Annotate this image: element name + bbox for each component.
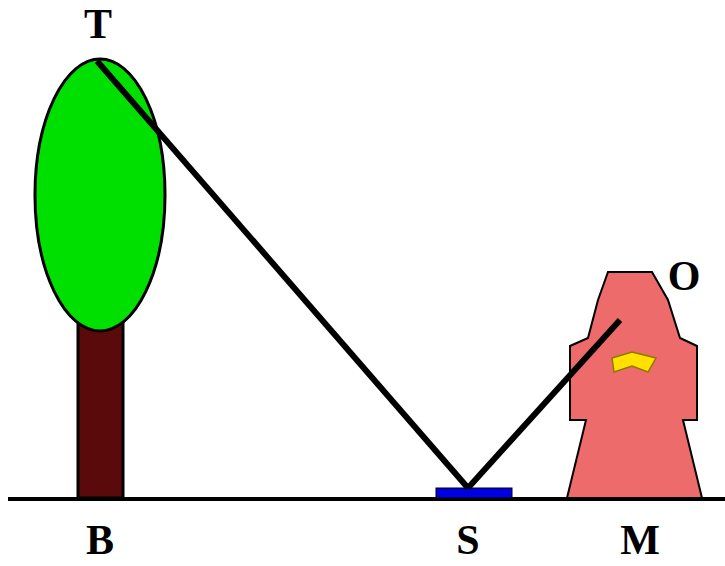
point-label: B: [86, 519, 114, 561]
point-label: O: [668, 255, 701, 297]
point-label: S: [456, 519, 479, 561]
girl-figure: [567, 272, 702, 498]
incident-ray: [97, 61, 468, 488]
bow: [612, 352, 656, 372]
tree-crown: [35, 59, 165, 331]
point-label: T: [84, 3, 112, 45]
tree-trunk: [78, 322, 123, 498]
mirror: [436, 488, 512, 498]
point-label: M: [620, 519, 660, 561]
reflected-ray: [468, 320, 620, 488]
